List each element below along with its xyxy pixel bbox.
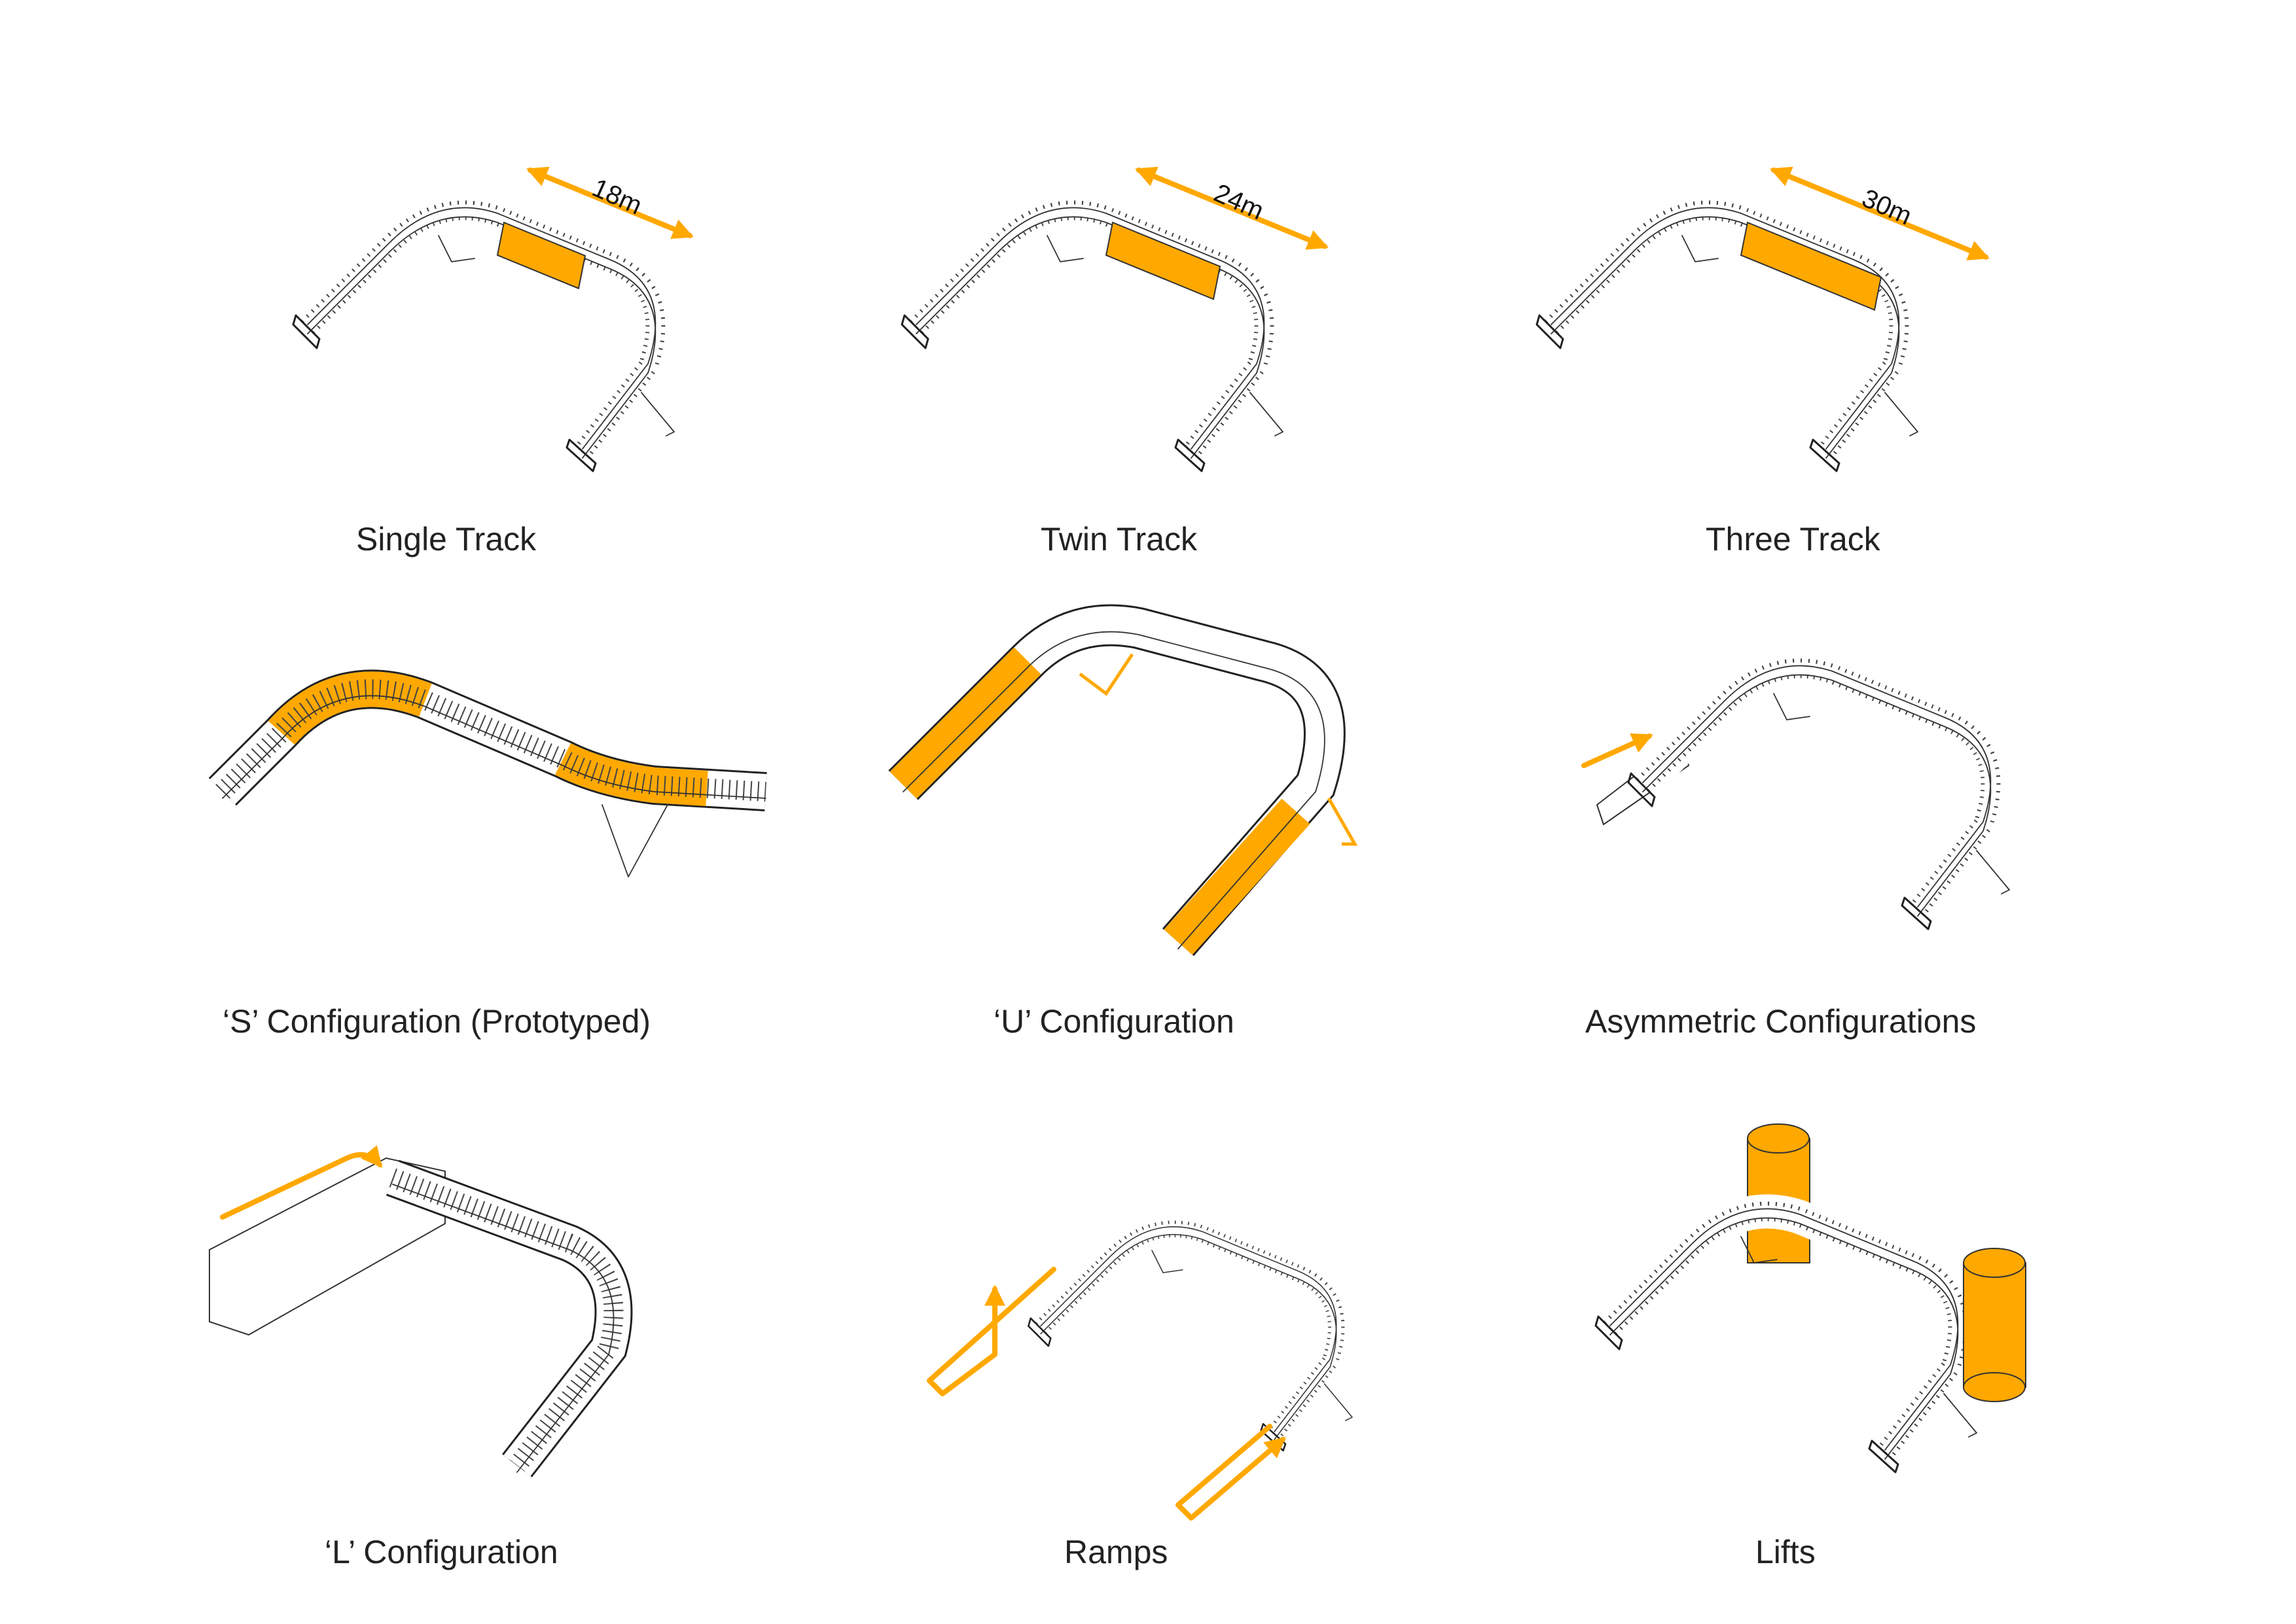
track-edge bbox=[1040, 1233, 1337, 1440]
dimension-label: 30m bbox=[1857, 184, 1916, 231]
dimension-label: 24m bbox=[1210, 179, 1268, 226]
dimension-arrow bbox=[1770, 166, 1990, 260]
panel-lifts bbox=[1594, 1123, 2026, 1474]
track-end-left bbox=[1028, 1317, 1052, 1347]
track-edge bbox=[392, 1184, 615, 1473]
panel-single: 18m bbox=[292, 166, 694, 472]
highlight-segment bbox=[1105, 221, 1221, 300]
label-twin-track: Twin Track bbox=[1041, 521, 1197, 557]
entry-arrow bbox=[1581, 733, 1653, 768]
label-u-configuration: ‘U’ Configuration bbox=[994, 1003, 1234, 1040]
highlight-segment bbox=[496, 221, 586, 290]
highlight-leg-right bbox=[1164, 798, 1310, 955]
track-end-left bbox=[1535, 314, 1564, 349]
track bbox=[1028, 1214, 1353, 1452]
track bbox=[1627, 651, 2010, 930]
support-leg bbox=[1249, 392, 1283, 436]
label-ramps: Ramps bbox=[1064, 1534, 1168, 1570]
support-leg bbox=[641, 392, 675, 436]
track-edge bbox=[1642, 674, 1992, 917]
label-s-configuration: ‘S’ Configuration (Prototyped) bbox=[223, 1003, 651, 1040]
ramp-right bbox=[1175, 1424, 1286, 1521]
track-rail bbox=[916, 207, 1265, 450]
track-rail bbox=[1040, 1226, 1337, 1432]
support-frame-right bbox=[1327, 797, 1358, 846]
track bbox=[1594, 1194, 1977, 1474]
label-single-track: Single Track bbox=[356, 521, 537, 557]
highlight-curve-top bbox=[268, 671, 432, 745]
track-end-left bbox=[292, 314, 321, 349]
track-edge bbox=[222, 695, 766, 799]
track-end-right bbox=[1174, 438, 1206, 472]
label-lifts: Lifts bbox=[1755, 1534, 1816, 1570]
support-leg bbox=[1976, 850, 2010, 894]
track-rail bbox=[1642, 665, 1992, 908]
highlight-leg-left bbox=[889, 647, 1041, 799]
panel-ramps bbox=[927, 1214, 1353, 1521]
support-leg-rear bbox=[1681, 235, 1719, 262]
track-edge bbox=[307, 216, 656, 459]
track-body bbox=[889, 606, 1344, 955]
lift-cylinder-right bbox=[1963, 1262, 2026, 1388]
panel-asym bbox=[1581, 651, 2010, 930]
track-end-left bbox=[901, 314, 929, 349]
support-leg-rear bbox=[438, 235, 475, 262]
label-l-configuration: ‘L’ Configuration bbox=[325, 1534, 558, 1570]
track-rail bbox=[1609, 1208, 1959, 1451]
track-hatching bbox=[389, 1168, 624, 1472]
support-leg-rear bbox=[1773, 693, 1810, 720]
track-hatching bbox=[215, 679, 766, 802]
track-end-right bbox=[1809, 438, 1840, 472]
track bbox=[1535, 193, 1918, 472]
dimension-arrow bbox=[526, 166, 694, 239]
label-asymmetric-configurations: Asymmetric Configurations bbox=[1585, 1003, 1977, 1040]
track-end-left bbox=[1594, 1315, 1623, 1350]
highlight-curve-bottom bbox=[554, 743, 708, 806]
panel-three: 30m bbox=[1535, 166, 1990, 472]
support-frame bbox=[1079, 653, 1134, 696]
lift-cylinder-left-top bbox=[1747, 1123, 1810, 1154]
track-end-left bbox=[1627, 772, 1656, 807]
support-leg bbox=[1884, 392, 1918, 436]
ramp-left bbox=[927, 1267, 1056, 1396]
panel-l-config bbox=[209, 1145, 633, 1477]
lift-cylinder-right-top bbox=[1963, 1248, 2026, 1278]
lift-cylinder-right-base bbox=[1963, 1372, 2026, 1402]
panel-s-config bbox=[208, 669, 767, 877]
support-leg-rear bbox=[1047, 235, 1084, 262]
entry-arrow bbox=[220, 1145, 383, 1220]
track-edge bbox=[903, 631, 1325, 949]
support-leg bbox=[601, 804, 668, 877]
label-three-track: Three Track bbox=[1706, 521, 1880, 557]
support-leg bbox=[1323, 1383, 1353, 1421]
track bbox=[292, 193, 675, 472]
track bbox=[901, 193, 1283, 472]
track-end-right bbox=[1868, 1439, 1899, 1474]
track-end-right bbox=[1901, 896, 1932, 930]
track-end-right bbox=[565, 438, 597, 472]
building-block bbox=[209, 1157, 446, 1336]
panel-u-config bbox=[888, 604, 1358, 957]
track-rail bbox=[307, 207, 656, 450]
track-edge bbox=[1609, 1217, 1959, 1460]
support-leg-rear bbox=[1740, 1236, 1778, 1263]
dimension-label: 18m bbox=[588, 173, 646, 221]
dimension-arrow bbox=[1135, 166, 1329, 250]
support-leg-rear bbox=[1151, 1250, 1183, 1273]
support-leg bbox=[1943, 1393, 1977, 1438]
panel-twin: 24m bbox=[901, 166, 1329, 472]
